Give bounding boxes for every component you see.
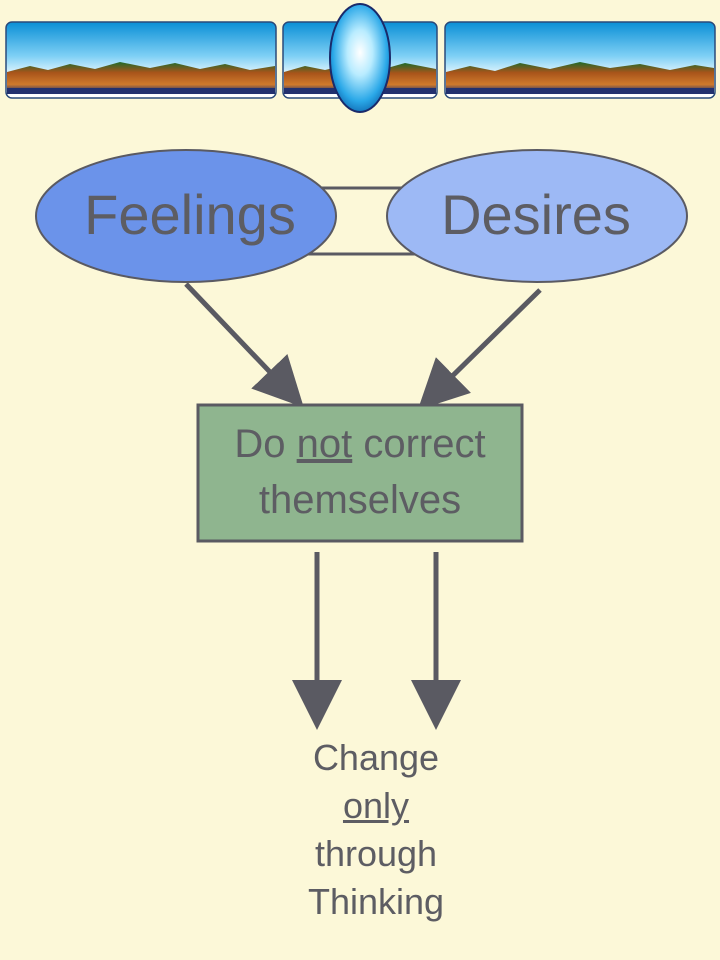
- banner-panel-right: [444, 21, 716, 99]
- desires-label: Desires: [441, 183, 631, 246]
- box-line-1-post: correct: [352, 422, 486, 466]
- change-line-4: Thinking: [307, 881, 445, 922]
- box-label: Do not correct themselves: [198, 416, 522, 528]
- arrow-desires-to-box: [417, 288, 542, 411]
- change-line-3: through: [314, 833, 438, 874]
- box-line-1-pre: Do: [234, 422, 297, 466]
- box-line-1-emphasis: not: [296, 422, 353, 466]
- change-line-1: Change: [312, 737, 440, 778]
- globe-icon: [329, 3, 391, 113]
- change-label: Change only through Thinking: [256, 734, 496, 926]
- feelings-label: Feelings: [84, 183, 296, 246]
- box-line-2: themselves: [258, 478, 462, 522]
- banner-panel-center: [282, 3, 438, 113]
- banner: [5, 3, 716, 113]
- banner-panel-left: [5, 21, 277, 99]
- box-line-1: Do not correct: [198, 416, 522, 472]
- desires-node: [386, 149, 688, 283]
- not-correct-box: [196, 403, 524, 543]
- arrow-feelings-to-box: [184, 282, 304, 408]
- feelings-node: [35, 149, 337, 283]
- change-line-2: only: [342, 785, 410, 826]
